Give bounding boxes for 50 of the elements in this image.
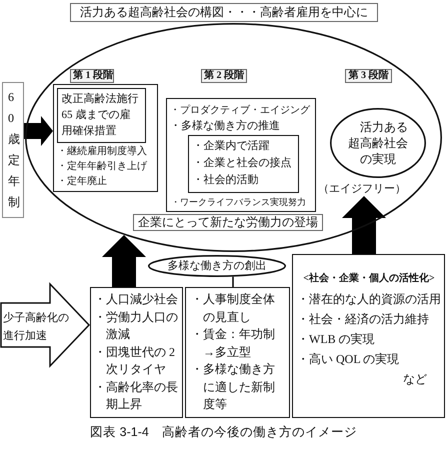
vertical-text: 60歳定年制 [8, 89, 19, 211]
heading-text: <社会・企業・個人の活性化> [303, 272, 435, 286]
bullet-item: ・企業と社会の接点 [192, 156, 292, 170]
stage-label: 第 3 段階 [348, 70, 388, 82]
text-box [188, 134, 298, 192]
bullet-item: ・人事制度全体の見直し [191, 291, 276, 326]
stage-tag [70, 69, 114, 83]
banner-box [133, 214, 323, 231]
title: 活力ある超高齢社会の構図・・・高齢者雇用を中心に [70, 3, 378, 22]
bullet-item: ・多様な働き方に適した新制度等 [191, 361, 276, 413]
bullet-item: ・団塊世代の 2 次リタイヤ [94, 344, 176, 378]
bullet-item: ・賃金：年功制→多立型 [191, 326, 276, 360]
label-text: 65 歳までの雇用確保措置 [62, 108, 132, 138]
bullet-item: ・社会的活動 [192, 172, 258, 188]
bullet-item: ・ワークライフバランス実現努力 [171, 196, 306, 209]
bullet-item: ・企業内で活躍 [192, 138, 270, 154]
bullet-item: ・継続雇用制度導入 [57, 144, 147, 159]
label-text: 少子高齢化の進行加速 [3, 310, 70, 344]
bullet-item: ・定年年齢引き上げ [57, 160, 147, 174]
bullet-item: ・多様な働き方の推進 [170, 119, 280, 134]
bullet-item: ・労働力人口の激減 [94, 308, 179, 343]
text-box [2, 82, 24, 218]
block-arrow [24, 116, 53, 146]
connector-line [232, 276, 234, 287]
block-arrow [102, 234, 146, 287]
banner-text: 企業にとって新たな労働力の登場 [138, 215, 318, 230]
goal-text: 活力ある超高齢社会の実現 [348, 119, 408, 167]
text-box [185, 287, 290, 418]
bullet-item: ・定年廃止 [57, 174, 107, 189]
bullet-item: ・プロダクティブ・エイジング [170, 104, 310, 118]
note-text: （エイジフリー） [318, 182, 406, 196]
text-box [292, 254, 445, 418]
stage-tag [345, 69, 392, 83]
text-box [56, 88, 146, 142]
caption: 図表 3-1-4 高齢者の今後の働き方のイメージ [90, 425, 357, 440]
stage-label: 第 2 段階 [204, 70, 244, 82]
label-text: 改正高齢法施行 [62, 92, 138, 106]
label-text: など [403, 371, 427, 388]
bullet-item: ・WLB の実現 [297, 331, 375, 348]
bullet-item: ・潜在的な人的資源の活用 [297, 291, 441, 308]
bullet-item: ・社会・経済の活力維持 [297, 311, 429, 328]
bullet-item: ・高い QOL の実現 [297, 351, 400, 368]
stage-label: 第 1 段階 [73, 70, 113, 82]
stage-box [53, 84, 158, 192]
label-text: 多様な働き方の創出 [168, 259, 266, 273]
stage-tag [201, 69, 247, 83]
text-box [90, 287, 183, 418]
bullet-item: ・人口減少社会 [94, 291, 178, 308]
bullet-item: ・高齢化率の長期上昇 [94, 378, 179, 413]
stage-box [166, 98, 316, 212]
